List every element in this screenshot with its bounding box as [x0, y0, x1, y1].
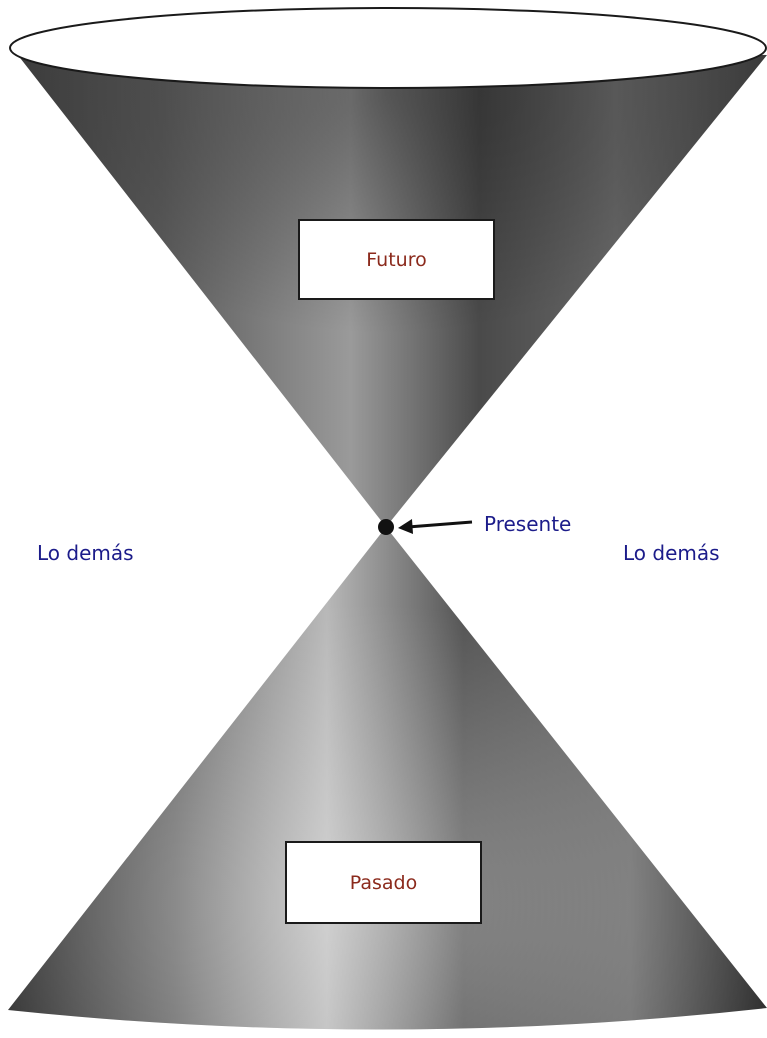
past-label: Pasado [349, 871, 418, 894]
arrow-left-icon [398, 519, 473, 534]
past-cone-shade [8, 527, 767, 1030]
past-box: Pasado [285, 841, 482, 924]
present-label: Presente [484, 512, 572, 536]
present-dot-icon [378, 519, 394, 535]
future-label: Futuro [366, 248, 427, 271]
left-side-label: Lo demás [37, 541, 134, 565]
right-side-label: Lo demás [623, 541, 720, 565]
future-box: Futuro [298, 219, 495, 300]
future-cone-rim [9, 7, 767, 89]
